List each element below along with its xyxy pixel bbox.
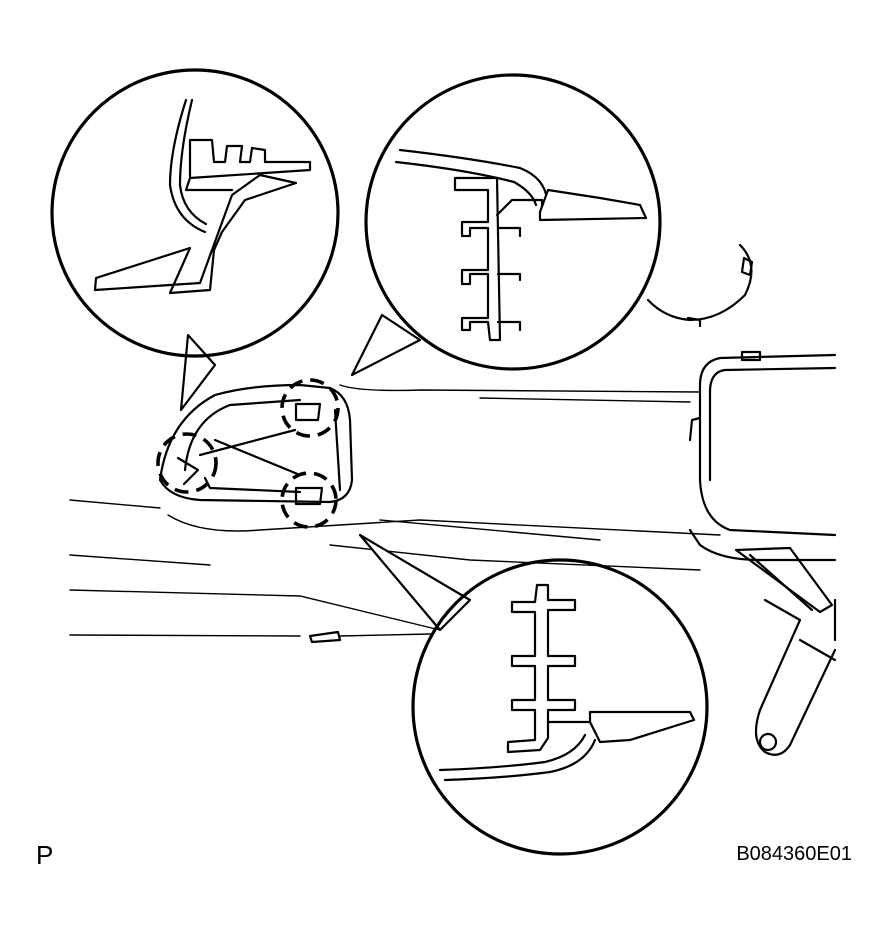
- bracket: [158, 383, 354, 506]
- upper-right-detail: [350, 73, 662, 377]
- lower-right-detail: [358, 533, 709, 856]
- right-structure: [646, 243, 837, 756]
- clip-bottom: [280, 471, 338, 529]
- clip-top: [280, 378, 340, 438]
- body-panel-lines: [69, 384, 721, 644]
- figure-code: B084360E01: [736, 843, 852, 865]
- clip-left: [156, 432, 218, 494]
- upper-left-detail: [50, 68, 340, 412]
- clip-markers: [156, 378, 340, 529]
- view-marker: P: [36, 840, 54, 870]
